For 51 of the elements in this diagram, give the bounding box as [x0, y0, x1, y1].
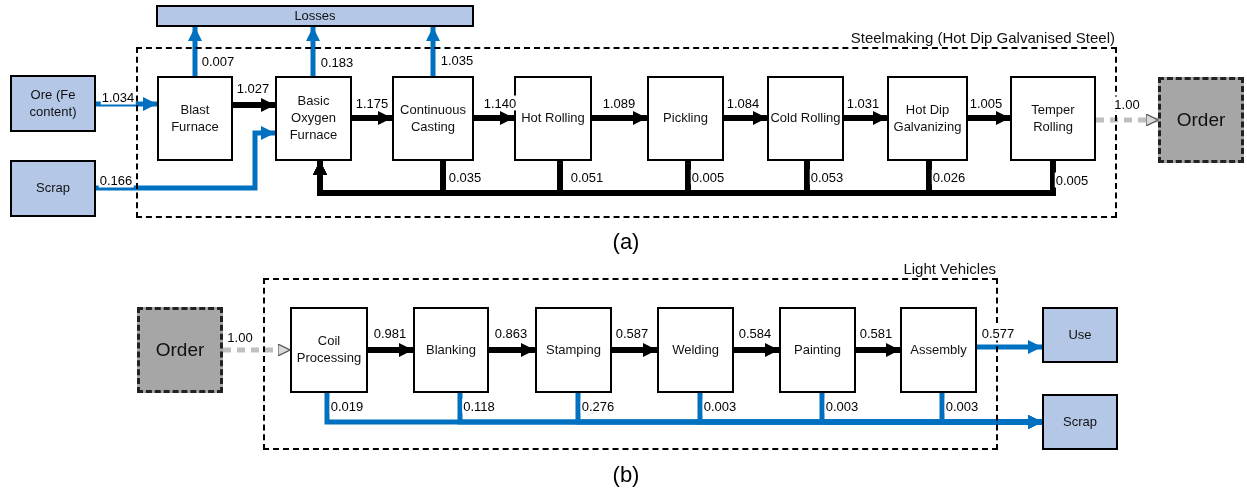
process-box: Cold Rolling — [767, 76, 844, 161]
flow-arrow — [489, 343, 535, 357]
flow-arrow — [856, 343, 900, 357]
group-title: Steelmaking (Hot Dip Galvanised Steel) — [850, 28, 1115, 48]
flow-arrow — [939, 393, 1042, 429]
flow-box: Use — [1042, 307, 1118, 363]
edge-label: 1.140 — [482, 95, 518, 111]
flow-arrow — [352, 111, 392, 125]
process-box: Stamping — [535, 307, 612, 393]
flow-arrow — [426, 27, 440, 76]
flow-box: Scrap — [1042, 394, 1118, 450]
process-box: Painting — [779, 307, 856, 393]
flow-arrow — [188, 27, 202, 76]
flow-arrow — [313, 161, 1056, 196]
dashed-arrow — [1096, 113, 1159, 127]
panel-label: (b) — [612, 462, 640, 488]
process-box: Blast Furnace — [157, 76, 233, 161]
group-title: Light Vehicles — [903, 259, 996, 279]
flow-arrow — [368, 343, 413, 357]
process-box: Basic Oxygen Furnace — [275, 76, 352, 161]
panel-label: (a) — [612, 229, 640, 255]
flow-arrow — [968, 111, 1010, 125]
process-box: Welding — [657, 307, 734, 393]
flow-arrow — [844, 111, 887, 125]
flow-arrow — [724, 111, 767, 125]
hatched-box: Order — [1158, 77, 1244, 163]
hatched-box: Order — [137, 307, 223, 393]
process-box: Assembly — [900, 307, 977, 393]
edge-label: 1.00 — [1113, 96, 1141, 112]
edge-label: 0.577 — [980, 325, 1016, 341]
edge-label: 0.118 — [462, 398, 496, 414]
flow-arrow — [734, 343, 779, 357]
flow-arrow — [96, 126, 275, 191]
process-box: Hot Dip Galvanizing — [887, 76, 968, 161]
process-box: Pickling — [647, 76, 724, 161]
flow-box: Scrap — [10, 160, 96, 217]
process-box: Coil Processing — [290, 307, 368, 393]
flow-arrow — [233, 98, 275, 112]
dashed-arrow — [223, 343, 291, 357]
flow-arrow — [592, 111, 647, 125]
process-box: Blanking — [413, 307, 489, 393]
flow-box: Losses — [156, 5, 474, 27]
flow-arrow — [474, 111, 514, 125]
flow-arrow — [977, 340, 1042, 354]
edge-label: 0.005 — [1054, 172, 1090, 188]
flow-box: Ore (Fe content) — [10, 75, 96, 132]
process-box: Continuous Casting — [392, 76, 474, 161]
flow-arrow — [96, 97, 157, 111]
process-box: Temper Rolling — [1010, 76, 1096, 161]
flow-arrow — [306, 27, 320, 76]
flow-arrow — [612, 343, 657, 357]
